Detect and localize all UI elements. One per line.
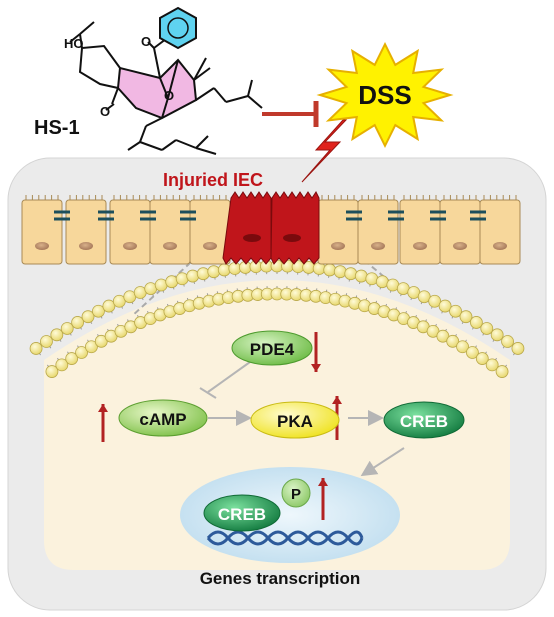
hs1-molecule-structure <box>69 21 263 155</box>
hydroxyl-label: HO <box>64 36 84 51</box>
creb-phospho-up-arrow <box>318 478 328 520</box>
pka-label: PKA <box>277 412 313 431</box>
benzoyl-oxygen-label: O <box>141 34 151 49</box>
epithelial-cell <box>21 195 63 265</box>
hs1-label: HS-1 <box>34 117 80 139</box>
camp-label: cAMP <box>139 410 186 429</box>
epithelial-cell <box>479 195 521 265</box>
injured-nucleus-right <box>283 234 301 242</box>
epithelial-cell <box>399 195 441 265</box>
pka-node <box>250 401 340 439</box>
phosphate-node <box>281 478 311 508</box>
creb-node <box>383 401 465 439</box>
ketone-oxygen-label: O <box>100 104 110 119</box>
pde4-inhibits-camp-line <box>207 361 251 393</box>
epithelial-cell <box>189 195 231 265</box>
injured-cells <box>222 191 320 265</box>
camp-up-arrow <box>98 404 108 442</box>
injured-nucleus-left <box>243 234 261 242</box>
epithelial-cell <box>109 195 151 265</box>
dss-burst-shape <box>316 41 454 149</box>
bridge-oxygen-label: O <box>164 88 174 103</box>
tight-junction <box>470 210 486 221</box>
phosphate-label: P <box>291 486 301 503</box>
injured-iec-label: Injuried IEC <box>163 170 263 190</box>
creb-label: CREB <box>400 412 448 431</box>
nucleus <box>180 467 400 563</box>
benzene-ring-icon <box>159 6 197 50</box>
pde4-node <box>231 330 313 366</box>
inhibition-arrow <box>262 101 319 127</box>
epithelial-cell <box>357 195 399 265</box>
epithelial-cell <box>317 195 359 265</box>
tight-junction <box>140 210 156 221</box>
tight-junction <box>180 210 196 221</box>
tight-junction <box>388 210 404 221</box>
tight-junction <box>54 210 70 221</box>
tight-junction <box>430 210 446 221</box>
creb-to-nucleus-arrow <box>360 447 405 477</box>
epithelial-cell <box>149 195 191 265</box>
pde4-label: PDE4 <box>250 340 295 359</box>
injured-cell-left <box>222 191 272 265</box>
nuclear-creb-node <box>203 494 281 532</box>
dna-helix-icon <box>206 530 364 546</box>
epithelial-cell-row <box>21 195 521 265</box>
tight-junction <box>346 210 362 221</box>
lightning-bolt-icon <box>301 119 348 183</box>
dss-label: DSS <box>358 80 411 110</box>
pde4-down-arrow <box>311 332 321 372</box>
injured-cell-right <box>270 191 320 265</box>
pde4-inhibits-camp-bar <box>199 387 217 399</box>
nuclear-creb-label: CREB <box>218 505 266 524</box>
epithelial-cell <box>65 195 107 265</box>
camp-node <box>118 399 208 437</box>
epithelial-cell <box>439 195 481 265</box>
tight-junction <box>98 210 114 221</box>
genes-transcription-label: Genes transcription <box>200 569 361 588</box>
